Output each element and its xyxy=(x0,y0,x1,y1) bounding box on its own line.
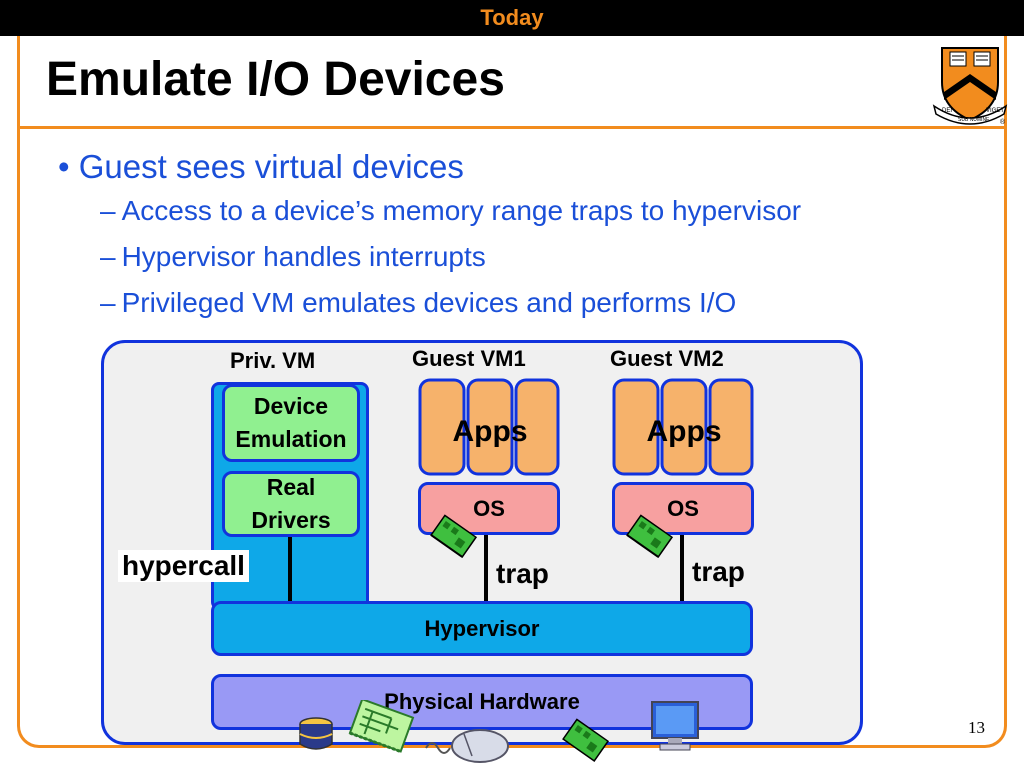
sub-bullet-text: Hypervisor handles interrupts xyxy=(121,241,486,272)
sub-bullet: –Access to a device’s memory range traps… xyxy=(58,188,801,234)
logo-motto-left: DEI xyxy=(942,108,952,114)
real-drivers-box: Real Drivers xyxy=(222,471,360,537)
page-number: 13 xyxy=(968,718,985,737)
monitor-icon xyxy=(651,701,699,751)
princeton-shield-logo: DEI SUB NUMINE VIGET ® xyxy=(932,47,1008,126)
sub-bullet-text: Privileged VM emulates devices and perfo… xyxy=(121,287,737,318)
guest-vm1-label: Guest VM1 xyxy=(412,346,526,371)
sub-bullet: –Privileged VM emulates devices and perf… xyxy=(58,280,801,326)
apps-tabs-vm1 xyxy=(418,378,560,476)
hypervisor-box: Hypervisor xyxy=(211,601,753,656)
device-card-icon xyxy=(626,514,674,558)
mouse-icon xyxy=(425,729,509,763)
slide-title: Emulate I/O Devices xyxy=(46,53,505,106)
bullet-list: • Guest sees virtual devices –Access to … xyxy=(58,146,801,326)
hypercall-label: hypercall xyxy=(118,550,249,582)
apps-label-vm1: Apps xyxy=(452,415,528,448)
trap-label-vm2: trap xyxy=(692,556,745,587)
section-title: Today xyxy=(480,5,544,30)
device-emulation-line1: Device xyxy=(253,393,329,419)
apps-tabs-vm2 xyxy=(612,378,754,476)
guest-vm2-label: Guest VM2 xyxy=(610,346,724,371)
real-drivers-line1: Real xyxy=(266,474,316,500)
hypercall-connector xyxy=(288,537,292,601)
trap-label-vm1: trap xyxy=(496,558,549,589)
device-card-icon xyxy=(430,514,478,558)
logo-motto-mid: SUB NUMINE xyxy=(958,117,990,123)
real-drivers-line2: Drivers xyxy=(251,507,331,533)
sub-bullet-text: Access to a device’s memory range traps … xyxy=(121,195,802,226)
sub-bullet: –Hypervisor handles interrupts xyxy=(58,234,801,280)
dash-marker: – xyxy=(100,195,116,226)
bullet-main: • Guest sees virtual devices xyxy=(58,148,464,185)
apps-label-vm2: Apps xyxy=(646,415,722,448)
trap-connector-vm2 xyxy=(680,535,684,601)
logo-motto-right: VIGET xyxy=(986,108,1004,114)
circuit-board-icon xyxy=(348,700,415,753)
device-emulation-box: Device Emulation xyxy=(222,384,360,462)
top-bar: Today xyxy=(0,0,1024,36)
priv-vm-label: Priv. VM xyxy=(230,348,316,373)
device-emulation-line2: Emulation xyxy=(235,426,347,452)
dash-marker: – xyxy=(100,287,116,318)
slide-frame xyxy=(17,36,1007,748)
dash-marker: – xyxy=(100,241,116,272)
device-card-icon xyxy=(562,718,610,762)
trap-connector-vm1 xyxy=(484,535,488,601)
title-divider xyxy=(17,126,1007,129)
database-icon xyxy=(299,717,333,750)
os-box-vm1: OS xyxy=(418,482,560,535)
logo-registered: ® xyxy=(1000,118,1006,126)
